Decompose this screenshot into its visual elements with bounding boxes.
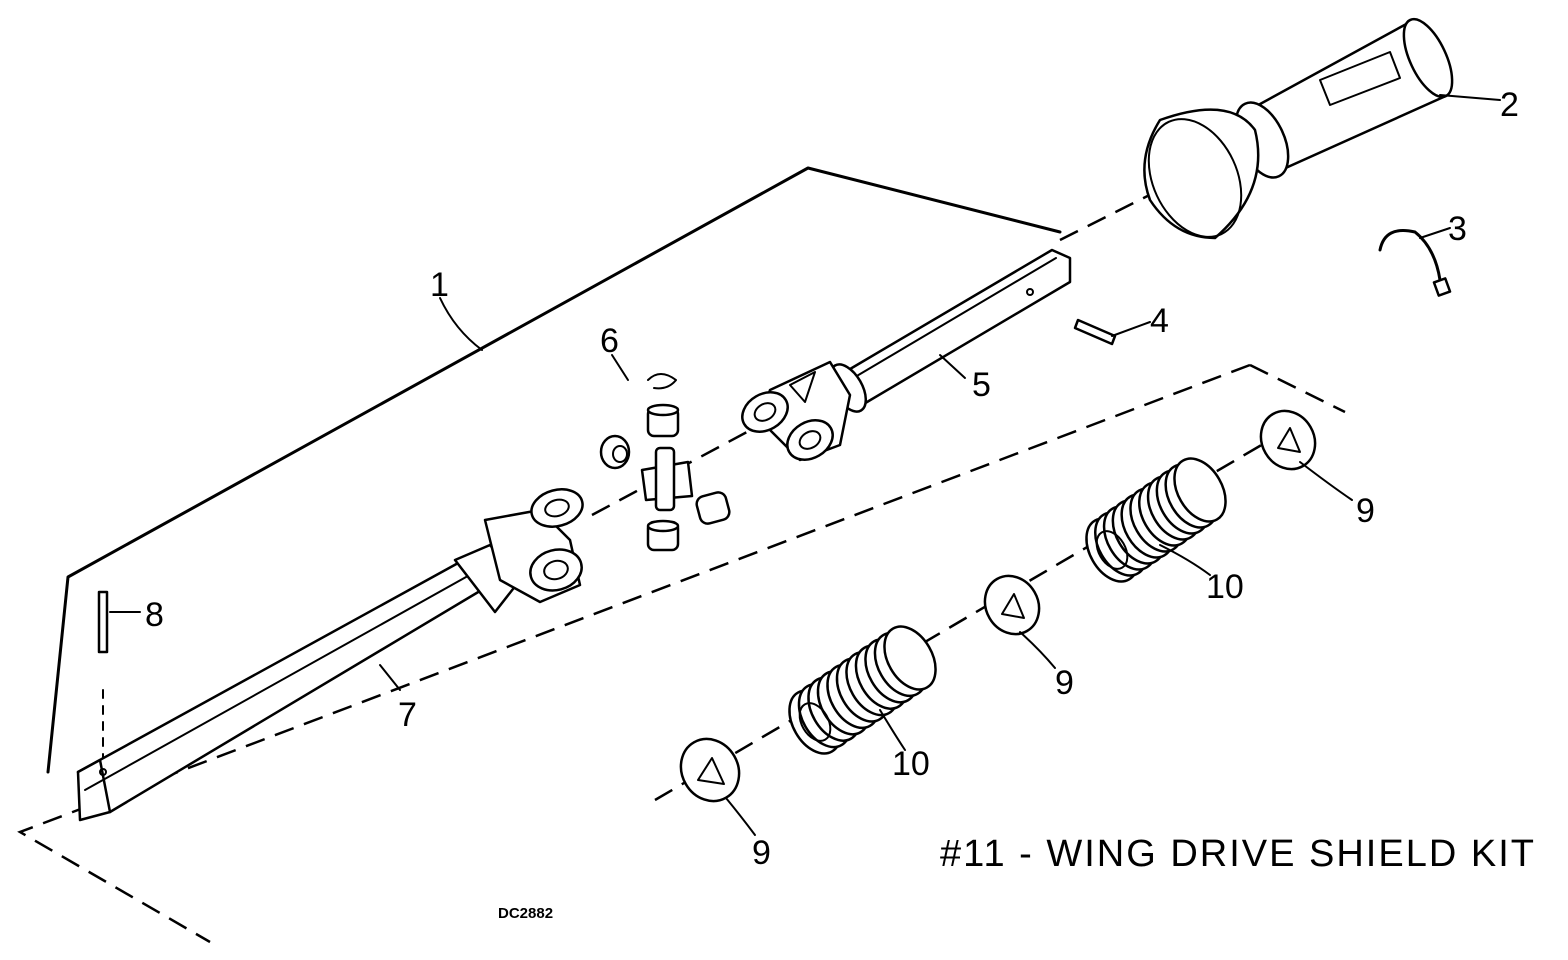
callout-9-middle: 9 [1055,664,1074,702]
callout-5: 5 [972,366,991,404]
bearing-ring-9b [983,574,1041,636]
bearing-ring-9a [679,737,741,803]
pin-part-4 [1073,318,1117,346]
spring-part-10a [788,625,937,755]
callout-10-lower: 10 [892,745,930,783]
spring-end-opening [798,702,832,742]
kit-title: #11 - WING DRIVE SHIELD KIT [940,833,1536,875]
outer-tube-yoke-part-7 [76,488,584,822]
callout-7: 7 [398,696,417,734]
assembly-bracket-1 [46,166,1062,774]
leader-lines [109,94,1501,836]
spring-end-opening [1095,530,1129,570]
spring-coil [883,625,937,691]
spring-coil [1173,457,1227,523]
bearing-ring-9c [1259,409,1317,471]
callout-9-left: 9 [752,834,771,872]
roll-pin-part-8 [97,590,109,654]
drawing-code: DC2882 [498,905,553,922]
spring-part-10b [1085,457,1227,583]
funnel-shield-part-2 [1143,17,1454,240]
kit-bracket-11 [17,363,1346,944]
callout-10-upper: 10 [1206,568,1244,606]
callouts: 1 2 3 4 5 6 7 8 9 9 9 10 10 [145,86,1519,872]
callout-3: 3 [1448,210,1467,248]
callout-1: 1 [430,266,449,304]
callout-6: 6 [600,322,619,360]
callout-2: 2 [1500,86,1519,124]
callout-8: 8 [145,596,164,634]
u-joint-part-6 [599,373,731,552]
inner-tube-yoke-part-5 [741,248,1072,462]
clip-part-3 [1378,229,1452,297]
callout-4: 4 [1150,302,1169,340]
callout-9-right: 9 [1356,492,1375,530]
